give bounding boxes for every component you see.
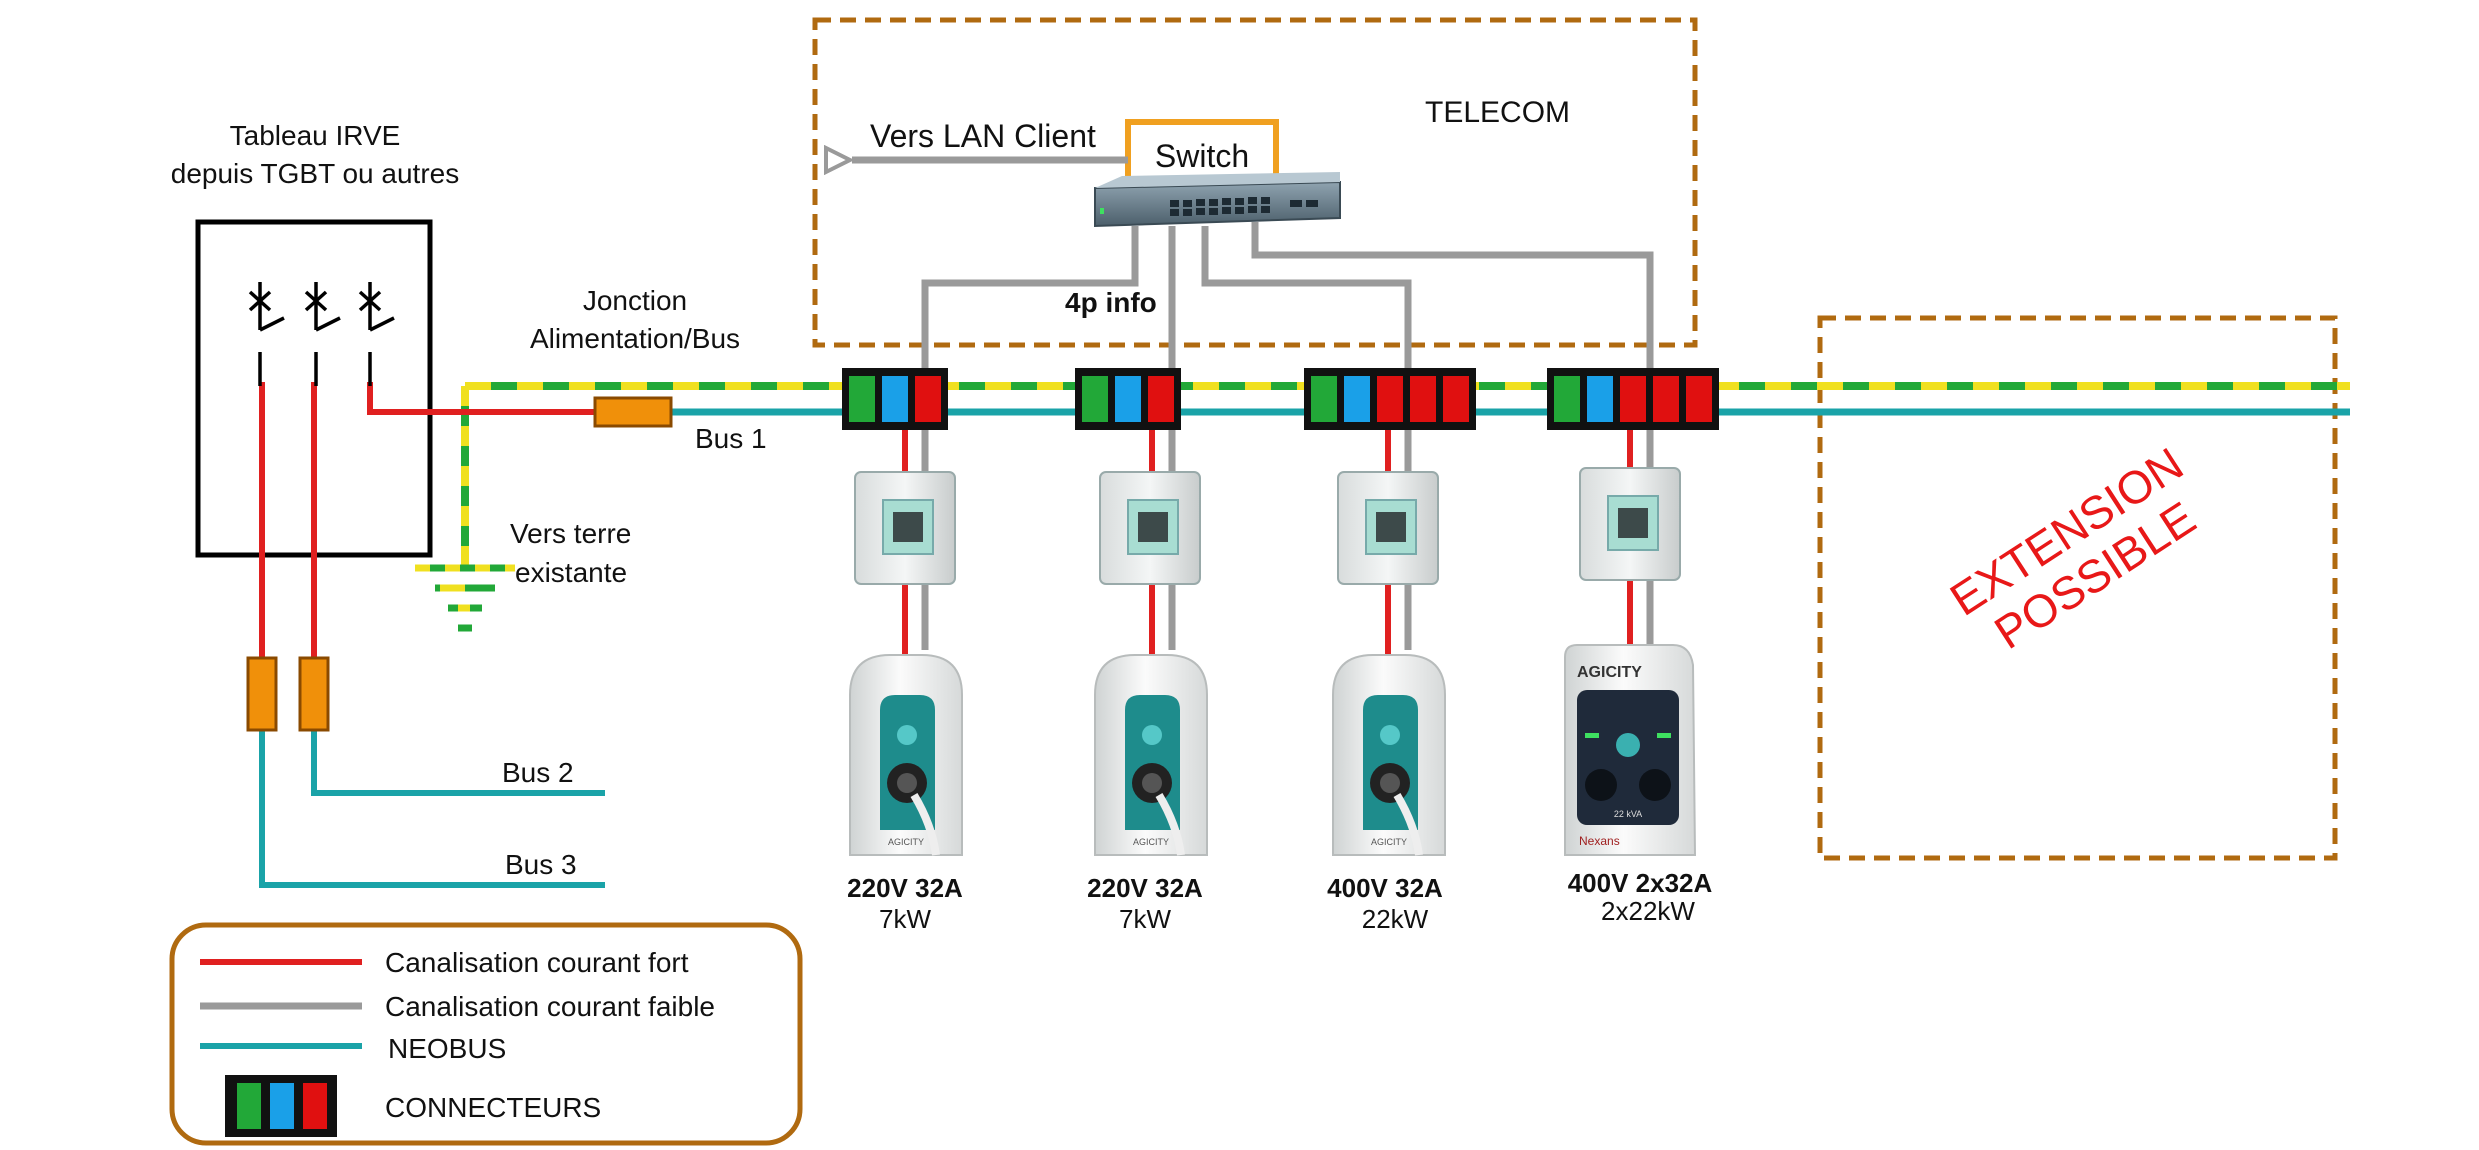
neobus-bus2 — [311, 728, 605, 796]
connector-1-1 — [849, 376, 875, 422]
junction-power-bus — [593, 396, 673, 428]
bus2-label: Bus 2 — [502, 757, 574, 788]
charger-3: AGICITY — [1332, 654, 1446, 856]
connector-3-1 — [1311, 376, 1337, 422]
connector-3-4 — [1410, 376, 1436, 422]
connector-4-3 — [1620, 376, 1646, 422]
switch-label: Switch — [1155, 138, 1249, 174]
bus3-label: Bus 3 — [505, 849, 577, 880]
connector-2-1 — [1082, 376, 1108, 422]
charger-4: AGICITY 22 kVA Nexans — [1564, 644, 1697, 856]
ground-symbol — [415, 564, 515, 632]
connector-4-4 — [1653, 376, 1679, 422]
connector-blocks — [842, 368, 1719, 430]
panel-title-line1: Tableau IRVE — [230, 120, 401, 151]
connector-3-5 — [1443, 376, 1469, 422]
legend-label-power: Canalisation courant fort — [385, 947, 689, 978]
charger-1: AGICITY — [849, 654, 963, 856]
protection-box-2 — [1099, 471, 1201, 585]
legend-label-connectors: CONNECTEURS — [385, 1092, 601, 1123]
neobus-bus3 — [259, 728, 605, 888]
connector-block-1 — [842, 368, 948, 430]
network-switch-device — [1094, 172, 1341, 228]
charger-3-brand: AGICITY — [1371, 837, 1407, 847]
station-1-voltage: 220V 32A — [847, 873, 963, 903]
connector-2-2 — [1115, 376, 1141, 422]
protection-box-4 — [1579, 467, 1681, 581]
earth-label-line1: Vers terre — [510, 518, 631, 549]
lan-label: Vers LAN Client — [870, 118, 1096, 154]
bus1-label: Bus 1 — [695, 423, 767, 454]
connector-2-3 — [1148, 376, 1174, 422]
protection-box-3 — [1337, 471, 1439, 585]
info-label: 4p info — [1065, 287, 1157, 318]
connector-4-1 — [1554, 376, 1580, 422]
charger-1-brand: AGICITY — [888, 837, 924, 847]
junction-bus2 — [298, 656, 330, 732]
station-3-power: 22kW — [1362, 904, 1429, 934]
connector-1-3 — [915, 376, 941, 422]
station-2-voltage: 220V 32A — [1087, 873, 1203, 903]
connector-3-3 — [1377, 376, 1403, 422]
junction-label-line1: Jonction — [583, 285, 687, 316]
extension-frame — [1817, 315, 2338, 861]
connector-1-2 — [882, 376, 908, 422]
extension-text: EXTENSION POSSIBLE — [1941, 437, 2205, 659]
signal-cable-3 — [1201, 226, 1412, 650]
signal-cable-4 — [1251, 222, 1654, 650]
protection-box-1 — [854, 471, 956, 585]
station-4-voltage: 400V 2x32A — [1568, 868, 1713, 898]
telecom-frame — [812, 17, 1698, 348]
legend-label-signal: Canalisation courant faible — [385, 991, 715, 1022]
junction-bus3 — [246, 656, 278, 732]
legend-connector — [225, 1075, 337, 1137]
junction-label-line2: Alimentation/Bus — [530, 323, 740, 354]
power-drops — [902, 412, 1633, 660]
breaker-symbols — [248, 282, 395, 332]
charger-4-power: 22 kVA — [1614, 809, 1642, 819]
connector-4-5 — [1686, 376, 1712, 422]
signal-cables — [921, 222, 1654, 650]
station-2-power: 7kW — [1119, 904, 1171, 934]
charger-2: AGICITY — [1094, 654, 1208, 856]
station-4-power: 2x22kW — [1601, 896, 1695, 926]
telecom-label: TELECOM — [1425, 96, 1570, 129]
earth-label-line2: existante — [515, 557, 627, 588]
legend-label-neobus: NEOBUS — [388, 1033, 506, 1064]
charger-4-maker: Nexans — [1579, 834, 1620, 848]
connector-block-4 — [1547, 368, 1719, 430]
charger-4-brand: AGICITY — [1577, 664, 1642, 681]
station-1-power: 7kW — [879, 904, 931, 934]
connector-4-2 — [1587, 376, 1613, 422]
connector-block-2 — [1075, 368, 1181, 430]
panel-title-line2: depuis TGBT ou autres — [171, 158, 459, 189]
connector-block-3 — [1304, 368, 1476, 430]
connector-3-2 — [1344, 376, 1370, 422]
station-3-voltage: 400V 32A — [1327, 873, 1443, 903]
signal-cable-1 — [921, 226, 1139, 650]
power-feed-bus1 — [367, 382, 595, 415]
charger-2-brand: AGICITY — [1133, 837, 1169, 847]
